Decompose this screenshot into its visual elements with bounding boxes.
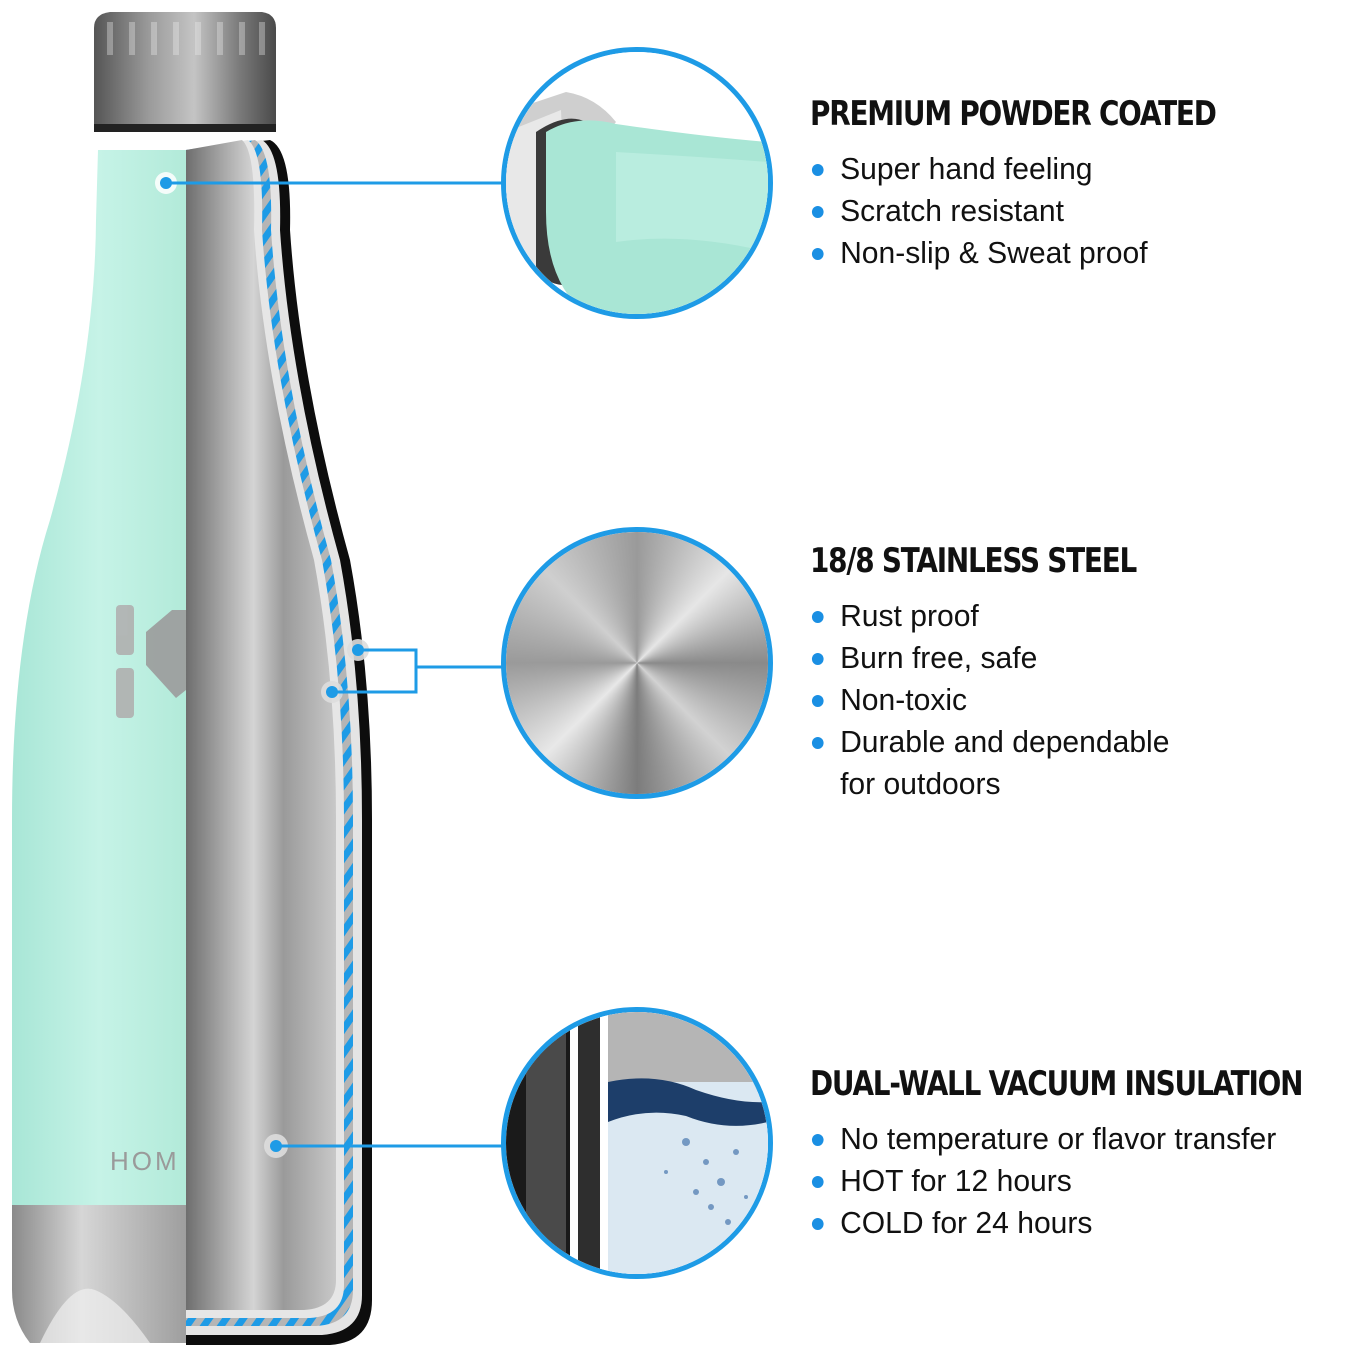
bullet-item: Durable and dependable bbox=[810, 721, 1196, 763]
bullet-item: HOT for 12 hours bbox=[810, 1160, 1353, 1202]
bullet-item: COLD for 24 hours bbox=[810, 1202, 1353, 1244]
bullet-continuation: for outdoors bbox=[840, 766, 1001, 801]
bullet-item: Non-slip & Sweat proof bbox=[810, 232, 1290, 274]
bullet-item: No temperature or flavor transfer bbox=[810, 1118, 1353, 1160]
feature-stainless-steel: 18/8 STAINLESS STEEL Rust proof Burn fre… bbox=[810, 541, 1208, 805]
powder-coated-closeup bbox=[501, 47, 773, 319]
feature-vacuum-insulation: DUAL-WALL VACUUM INSULATION No temperatu… bbox=[810, 1064, 1353, 1244]
vacuum-wall-image bbox=[506, 1012, 768, 1274]
feature-bullets: No temperature or flavor transfer HOT fo… bbox=[810, 1118, 1353, 1244]
bullet-item: Scratch resistant bbox=[810, 190, 1290, 232]
bullet-item: Non-toxic bbox=[810, 679, 1196, 721]
feature-title: 18/8 STAINLESS STEEL bbox=[810, 541, 1137, 581]
bullet-dot-icon bbox=[811, 1176, 824, 1188]
brushed-steel-image bbox=[506, 532, 768, 794]
bullet-dot-icon bbox=[811, 737, 824, 749]
bullet-item: Super hand feeling bbox=[810, 148, 1290, 190]
feature-bullets: Super hand feeling Scratch resistant Non… bbox=[810, 148, 1305, 274]
bullet-dot-icon bbox=[811, 248, 824, 260]
feature-title: PREMIUM POWDER COATED bbox=[810, 94, 1217, 134]
vacuum-wall-water-closeup bbox=[501, 1007, 773, 1279]
bullet-dot-icon bbox=[811, 653, 824, 665]
bullet-dot-icon bbox=[811, 206, 824, 218]
bullet-item: Rust proof bbox=[810, 595, 1196, 637]
bullet-dot-icon bbox=[811, 1134, 824, 1146]
feature-title: DUAL-WALL VACUUM INSULATION bbox=[810, 1064, 1303, 1104]
feature-powder-coated: PREMIUM POWDER COATED Super hand feeling… bbox=[810, 94, 1305, 274]
bullet-dot-icon bbox=[811, 1218, 824, 1230]
bullet-dot-icon bbox=[811, 695, 824, 707]
brushed-steel-closeup bbox=[501, 527, 773, 799]
bullet-dot-icon bbox=[811, 164, 824, 176]
bullet-dot-icon bbox=[811, 611, 824, 623]
bullet-item: Burn free, safe bbox=[810, 637, 1196, 679]
svg-text:HOM: HOM bbox=[110, 1146, 180, 1176]
powder-coated-image bbox=[506, 52, 768, 314]
feature-bullets: Rust proof Burn free, safe Non-toxic Dur… bbox=[810, 595, 1208, 805]
